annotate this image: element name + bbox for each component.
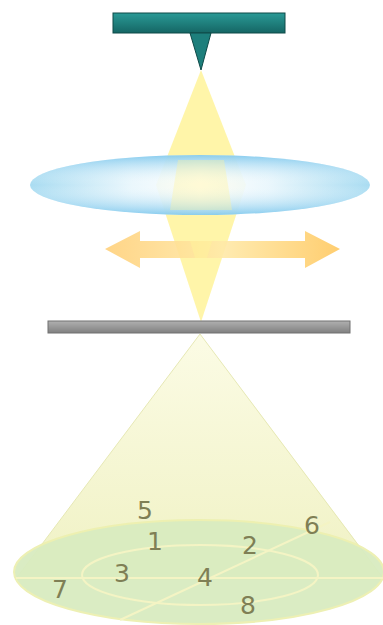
detector-inner-ring — [82, 545, 318, 605]
emitter-tip — [190, 33, 211, 70]
scan-arrow — [105, 231, 340, 268]
callout-number: 7 — [52, 577, 68, 602]
beam-over-arrow — [190, 241, 212, 258]
lens — [30, 155, 370, 215]
callout-number: 3 — [114, 561, 130, 586]
beam-through-lens — [170, 160, 232, 210]
callout-number: 4 — [197, 565, 213, 590]
holder-bar — [113, 13, 285, 33]
lens-shade — [30, 155, 370, 215]
detector — [14, 520, 383, 624]
callout-number: 1 — [147, 529, 163, 554]
callout-number: 8 — [240, 593, 256, 618]
detector-divider — [120, 522, 330, 620]
callout-number: 2 — [242, 533, 258, 558]
callout-number: 6 — [304, 513, 320, 538]
callout-number: 5 — [137, 498, 153, 523]
sample-plate — [48, 321, 350, 333]
